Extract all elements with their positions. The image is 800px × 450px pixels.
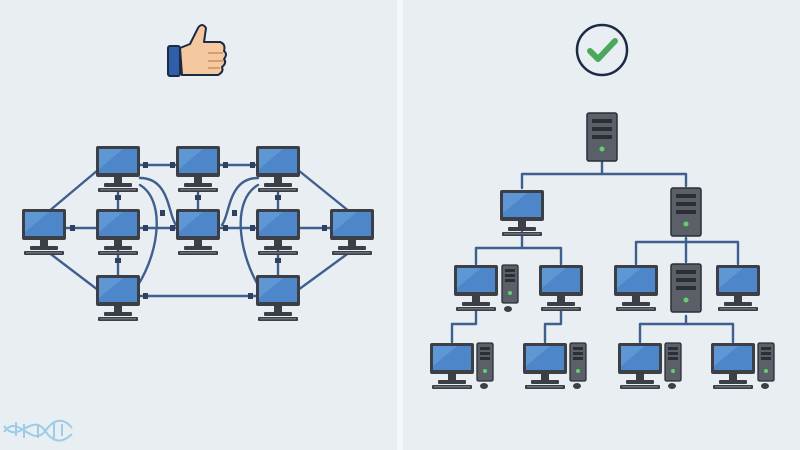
computer-icon	[330, 209, 374, 255]
computer-icon	[711, 343, 755, 389]
computer-icon	[454, 265, 498, 311]
tower-icon	[569, 342, 587, 382]
computer-icon	[618, 343, 662, 389]
server-icon	[670, 263, 702, 313]
computer-icon	[500, 190, 544, 236]
mesh-cable-plugs	[70, 162, 327, 299]
mesh-cables	[46, 163, 352, 298]
computer-icon	[22, 209, 66, 255]
server-icon	[670, 187, 702, 237]
computer-icon	[539, 265, 583, 311]
computer-icon	[256, 209, 300, 255]
mesh-computers	[22, 146, 374, 321]
computer-icon	[96, 275, 140, 321]
computer-icon	[614, 265, 658, 311]
thumbs-up-icon	[167, 24, 227, 77]
tower-icon	[757, 342, 775, 382]
computer-icon	[176, 146, 220, 192]
tower-icon	[476, 342, 494, 382]
computer-icon	[96, 209, 140, 255]
computer-icon	[716, 265, 760, 311]
tree-devices	[430, 112, 775, 389]
tower-icon	[501, 264, 519, 304]
dna-logo-icon	[3, 419, 73, 442]
computer-icon	[256, 146, 300, 192]
server-icon	[586, 112, 618, 162]
mouse-icon	[504, 306, 512, 312]
mouse-icon	[668, 383, 676, 389]
computer-icon	[430, 343, 474, 389]
mouse-icon	[573, 383, 581, 389]
computer-icon	[523, 343, 567, 389]
checkmark-circle-icon	[575, 23, 629, 77]
computer-icon	[256, 275, 300, 321]
mouse-icon	[480, 383, 488, 389]
computer-icon	[176, 209, 220, 255]
tower-icon	[664, 342, 682, 382]
computer-icon	[96, 146, 140, 192]
tree-cables	[450, 160, 740, 344]
mouse-icon	[761, 383, 769, 389]
